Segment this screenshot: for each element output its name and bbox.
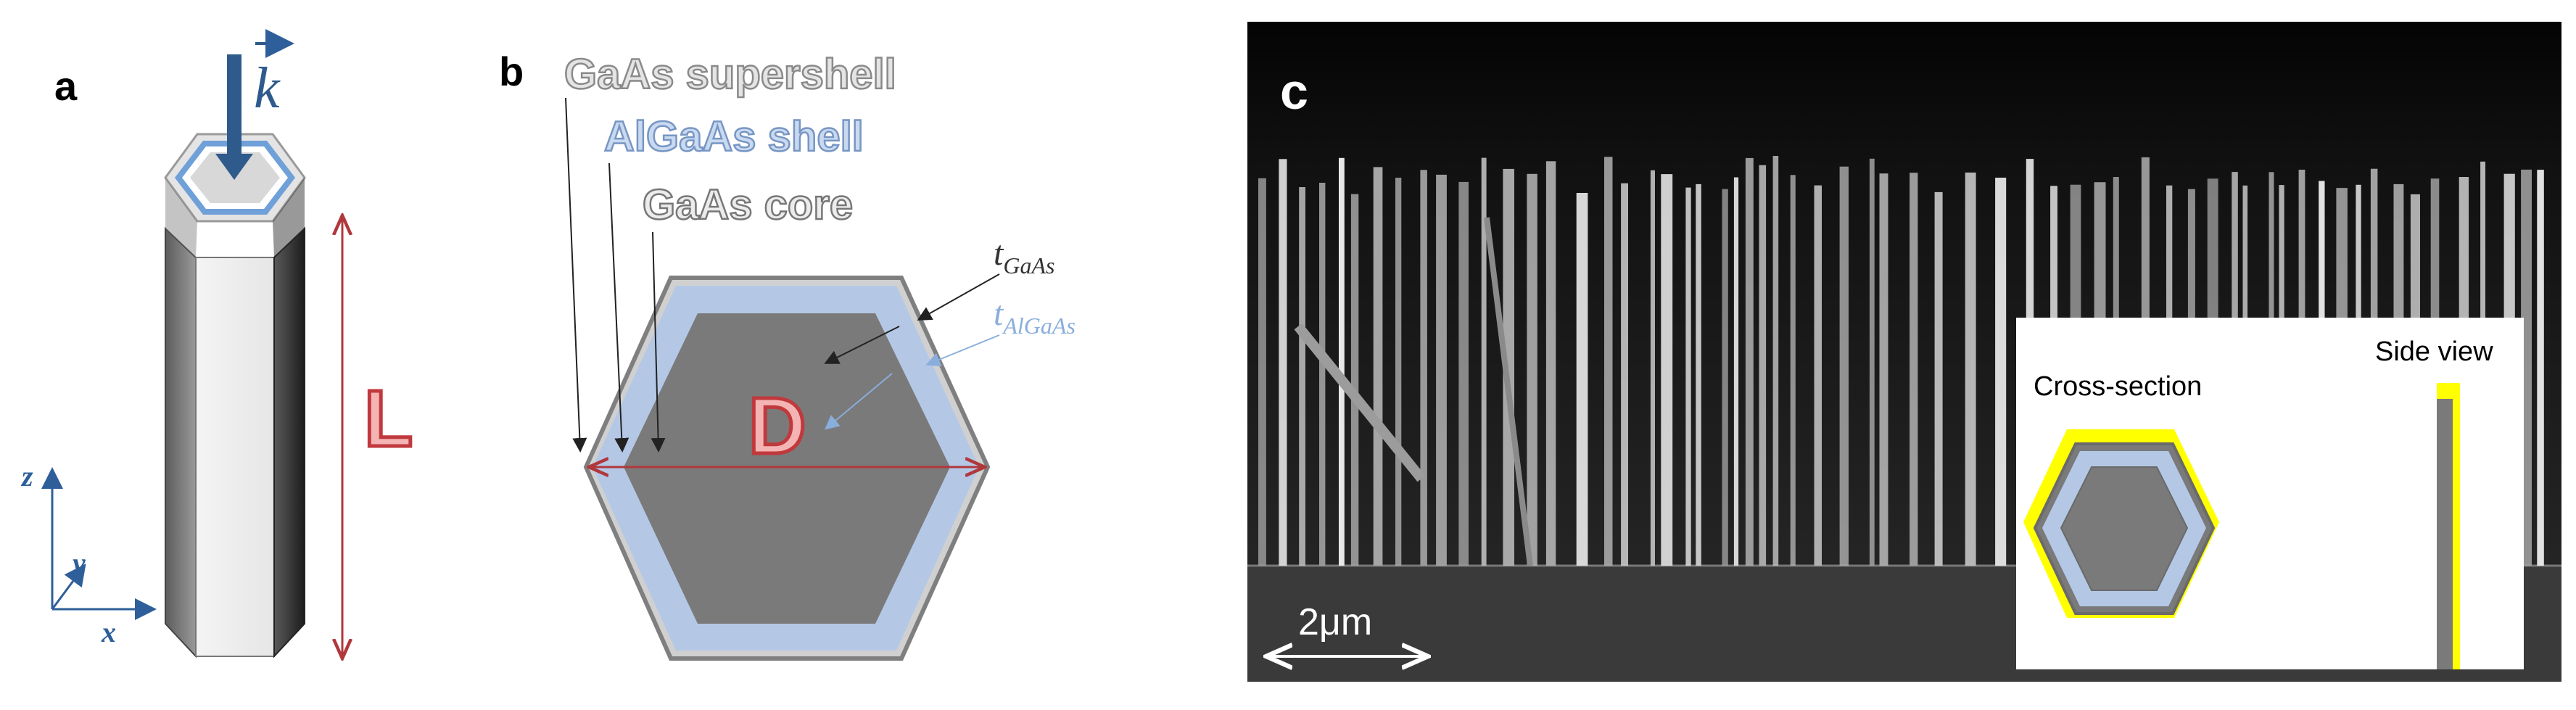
thickness-gaas-label: tGaAs xyxy=(994,234,1054,278)
sem-nanowire xyxy=(1869,158,1875,566)
sem-nanowire xyxy=(1814,185,1822,566)
sem-nanowire xyxy=(1722,189,1728,566)
thickness-algaas-arrow xyxy=(925,334,1000,367)
panel-b: b GaAs supershell AlGaAs shell GaAs core… xyxy=(499,49,1076,661)
sem-nanowire xyxy=(1299,187,1305,566)
sem-nanowire xyxy=(1696,183,1701,566)
shell-leader xyxy=(608,162,629,453)
sem-nanowire xyxy=(1420,170,1427,566)
length-indicator: L xyxy=(342,218,415,656)
sem-nanowire xyxy=(1395,178,1402,566)
sem-nanowire xyxy=(2537,170,2544,566)
panel-c-label: c xyxy=(1280,63,1308,120)
panel-a-label: a xyxy=(54,63,78,109)
sem-nanowire xyxy=(1839,166,1849,566)
cross-section-hexagon xyxy=(583,276,991,661)
z-axis-label: z xyxy=(20,460,33,492)
thickness-gaas-arrow xyxy=(917,273,1000,321)
sem-nanowire xyxy=(1759,165,1767,566)
core-label: GaAs core xyxy=(643,181,853,228)
wavevector-label: k xyxy=(254,57,281,120)
sem-nanowire xyxy=(1481,157,1487,566)
shell-label: AlGaAs shell xyxy=(604,113,864,160)
diameter-label: D xyxy=(748,381,806,471)
k-arrow-shaft xyxy=(227,54,242,156)
y-axis-label: y xyxy=(70,547,86,579)
nanowire-prism xyxy=(164,133,306,659)
sem-nanowire xyxy=(1258,178,1266,566)
sem-nanowire xyxy=(1650,170,1655,566)
inset: Cross-section Side view xyxy=(2016,318,2524,669)
tilted-nanowire xyxy=(1484,217,1533,566)
sem-nanowire xyxy=(1661,174,1673,566)
sem-nanowire xyxy=(1604,157,1613,566)
sem-nanowire xyxy=(1685,187,1691,566)
sem-nanowire xyxy=(1373,167,1383,566)
inset-cross-section-label: Cross-section xyxy=(2034,371,2202,402)
sem-nanowire xyxy=(1545,161,1556,566)
sem-nanowire xyxy=(1576,193,1588,566)
length-label: L xyxy=(364,374,413,463)
sem-nanowire xyxy=(1965,172,1976,566)
sem-nanowire xyxy=(1995,178,2007,566)
inset-core xyxy=(2060,466,2189,591)
thickness-algaas-label: tAlGaAs xyxy=(994,294,1076,339)
sem-nanowire xyxy=(1790,175,1796,566)
core-thickness-arrow xyxy=(824,326,900,364)
sem-nanowire xyxy=(1436,174,1447,566)
scale-bar: 2μm xyxy=(1269,601,1425,656)
sem-nanowire xyxy=(1621,183,1628,566)
sem-nanowire xyxy=(1458,181,1469,566)
wavevector-arrow: k xyxy=(215,29,294,180)
inset-side-view-label: Side view xyxy=(2375,337,2493,367)
x-axis-label: x xyxy=(101,616,116,648)
shell-thickness-arrow xyxy=(824,373,893,430)
panel-c: c 2μm Cross-section Side view xyxy=(1247,22,2561,682)
prism-front-face xyxy=(195,257,275,657)
sem-nanowire xyxy=(1745,157,1754,566)
sem-nanowire xyxy=(1503,168,1514,566)
k-arrow-head xyxy=(215,154,253,180)
sem-nanowire xyxy=(1350,194,1359,566)
prism-right-face xyxy=(273,226,305,659)
sem-nanowire xyxy=(1772,156,1779,566)
coordinate-axes: z y x xyxy=(20,460,157,648)
core-layer xyxy=(624,313,950,624)
y-axis xyxy=(51,564,86,610)
panel-b-label: b xyxy=(499,49,524,94)
supershell-label: GaAs supershell xyxy=(564,51,896,98)
sem-nanowire xyxy=(1910,173,1918,566)
sem-nanowire xyxy=(1527,173,1537,566)
sem-nanowire xyxy=(1319,183,1326,566)
sem-nanowire xyxy=(1934,191,1943,566)
sem-nanowire xyxy=(1879,173,1888,566)
panel-a: a k L xyxy=(20,29,415,659)
sem-nanowire xyxy=(1339,157,1345,566)
sem-nanowire xyxy=(1279,159,1287,566)
scale-bar-label: 2μm xyxy=(1298,601,1372,643)
supershell-leader xyxy=(565,97,587,453)
core-leader xyxy=(651,231,666,453)
tilted-nanowire xyxy=(1294,323,1426,482)
side-view-core xyxy=(2437,399,2453,669)
prism-left-face xyxy=(165,226,197,659)
sem-nanowire xyxy=(1733,177,1739,566)
